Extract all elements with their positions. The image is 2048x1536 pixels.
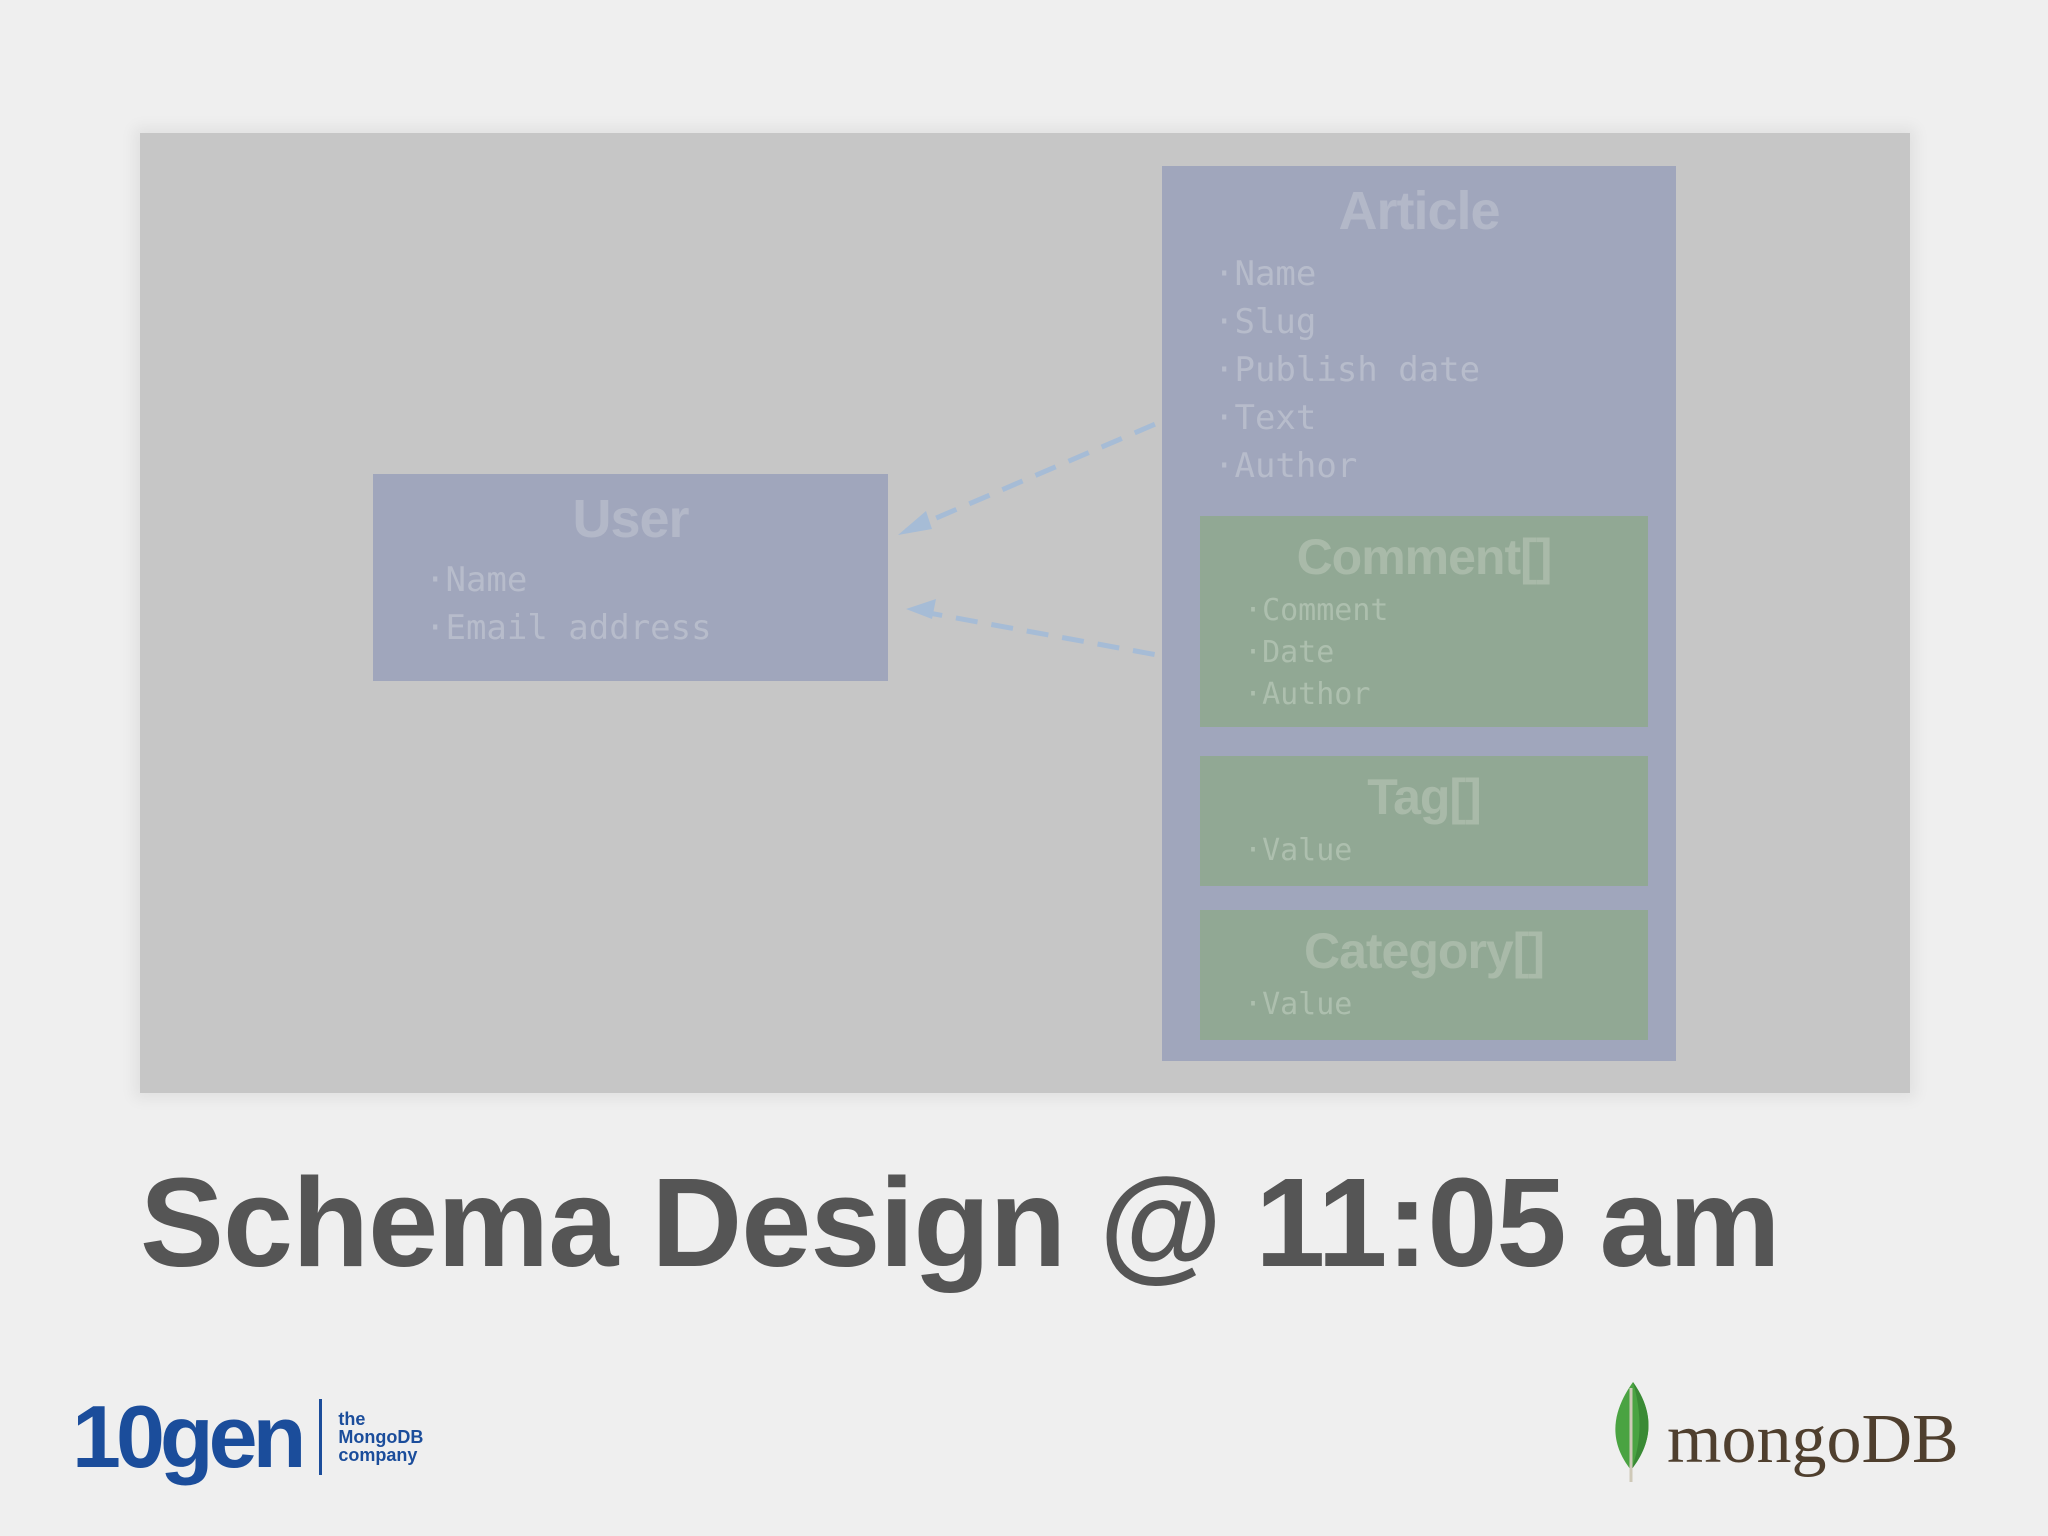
- article-author-arrowhead: [898, 511, 932, 535]
- reference-arrows: [898, 407, 1191, 664]
- tengen-logo: 10gen the MongoDB company: [72, 1392, 423, 1482]
- article-fields: Name Slug Publish date Text Author: [1214, 250, 1676, 490]
- comment-field-comment: Comment: [1244, 590, 1648, 632]
- tag-fields: Value: [1244, 830, 1648, 872]
- mongodb-logo: mongoDB: [1605, 1378, 1959, 1488]
- user-title: User: [572, 489, 689, 549]
- comment-field-date: Date: [1244, 632, 1648, 674]
- user-field-email: Email address: [425, 604, 888, 652]
- article-author-arrow: [905, 407, 1189, 534]
- tengen-divider: [319, 1399, 323, 1475]
- comment-fields: Comment Date Author: [1244, 590, 1648, 716]
- category-field-value: Value: [1244, 984, 1648, 1026]
- mongodb-leaf-icon: [1615, 1382, 1649, 1482]
- article-title: Article: [1338, 181, 1500, 241]
- article-field-publish-date: Publish date: [1214, 346, 1676, 394]
- user-field-name: Name: [425, 556, 888, 604]
- article-field-slug: Slug: [1214, 298, 1676, 346]
- tag-embedded-array: Tag[] Value: [1200, 756, 1648, 886]
- category-embedded-array: Category[] Value: [1200, 910, 1648, 1040]
- tengen-tagline-line-3: company: [338, 1445, 418, 1465]
- comment-author-arrow: [917, 608, 1191, 664]
- tag-title: Tag[]: [1367, 769, 1481, 825]
- slide-image-frame: User Name Email address Article Name Slu…: [140, 133, 1910, 1093]
- comment-embedded-array: Comment[] Comment Date Author: [1200, 516, 1648, 727]
- tengen-tagline-line-1: the: [338, 1409, 366, 1429]
- article-field-author: Author: [1214, 442, 1676, 490]
- comment-title: Comment[]: [1296, 529, 1553, 585]
- user-entity: User Name Email address: [373, 474, 888, 681]
- mongodb-wordmark: mongoDB: [1667, 1401, 1959, 1478]
- user-fields: Name Email address: [425, 556, 888, 652]
- category-title: Category[]: [1303, 923, 1545, 979]
- article-entity: Article Name Slug Publish date Text Auth…: [1162, 166, 1676, 1061]
- tengen-tagline: the MongoDB company: [338, 1410, 423, 1464]
- category-fields: Value: [1244, 984, 1648, 1026]
- comment-field-author: Author: [1244, 674, 1648, 716]
- article-field-text: Text: [1214, 394, 1676, 442]
- slide-title: Schema Design @ 11:05 am: [140, 1152, 1781, 1293]
- article-field-name: Name: [1214, 250, 1676, 298]
- comment-author-arrowhead: [906, 599, 936, 619]
- tag-field-value: Value: [1244, 830, 1648, 872]
- tengen-tagline-line-2: MongoDB: [338, 1427, 424, 1447]
- tengen-wordmark: 10gen: [72, 1387, 306, 1486]
